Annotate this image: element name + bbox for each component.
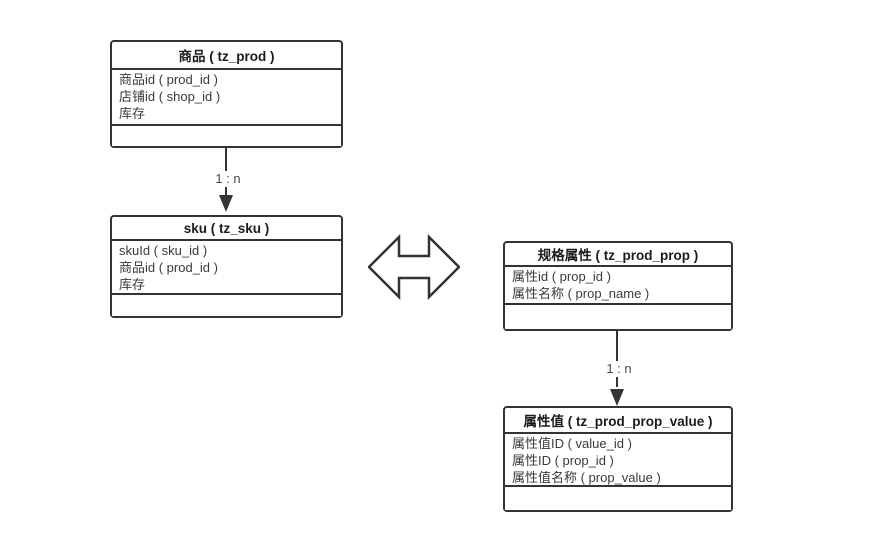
field-row: 属性值名称 ( prop_value )	[512, 470, 661, 485]
field-row: 库存	[119, 106, 146, 121]
entity-table-prod-prop-value-fields: 属性值ID ( value_id ) 属性ID ( prop_id ) 属性值名…	[505, 434, 731, 487]
entity-table-prod: 商品 ( tz_prod ) 商品id ( prod_id ) 店铺id ( s…	[110, 40, 343, 148]
entity-table-prod-title: 商品 ( tz_prod )	[112, 42, 341, 70]
entity-table-prod-prop-fields: 属性id ( prop_id ) 属性名称 ( prop_name )	[505, 267, 731, 305]
connector-prop-value-arrowhead-icon	[610, 389, 624, 406]
connector-prod-sku-arrowhead-icon	[219, 195, 233, 212]
entity-table-sku-fields: skuId ( sku_id ) 商品id ( prod_id ) 库存	[112, 241, 341, 295]
field-row: 店铺id ( shop_id )	[119, 89, 221, 104]
field-row: 属性名称 ( prop_name )	[512, 286, 650, 301]
field-row: skuId ( sku_id )	[119, 243, 208, 258]
field-row: 库存	[119, 277, 146, 292]
entity-table-prod-fields: 商品id ( prod_id ) 店铺id ( shop_id ) 库存	[112, 70, 341, 126]
bidirectional-arrow-icon	[368, 234, 460, 300]
connector-prop-value-label: 1 : n	[599, 361, 639, 377]
entity-table-prod-prop-value: 属性值 ( tz_prod_prop_value ) 属性值ID ( value…	[503, 406, 733, 512]
entity-table-prod-prop: 规格属性 ( tz_prod_prop ) 属性id ( prop_id ) 属…	[503, 241, 733, 331]
field-row: 商品id ( prod_id )	[119, 72, 218, 87]
field-row: 属性ID ( prop_id )	[512, 453, 614, 468]
entity-table-sku-title: sku ( tz_sku )	[112, 217, 341, 241]
entity-table-prod-empty-section	[112, 126, 341, 146]
field-row: 属性值ID ( value_id )	[512, 436, 632, 451]
connector-prop-value-line	[616, 331, 618, 387]
field-row: 属性id ( prop_id )	[512, 269, 611, 284]
entity-table-prod-prop-value-title: 属性值 ( tz_prod_prop_value )	[505, 408, 731, 434]
entity-table-sku-empty-section	[112, 295, 341, 316]
connector-prod-sku-label: 1 : n	[208, 171, 248, 187]
entity-table-prod-prop-title: 规格属性 ( tz_prod_prop )	[505, 243, 731, 267]
field-row: 商品id ( prod_id )	[119, 260, 218, 275]
entity-table-sku: sku ( tz_sku ) skuId ( sku_id ) 商品id ( p…	[110, 215, 343, 318]
entity-table-prod-prop-empty-section	[505, 305, 731, 329]
entity-table-prod-prop-value-empty-section	[505, 487, 731, 510]
